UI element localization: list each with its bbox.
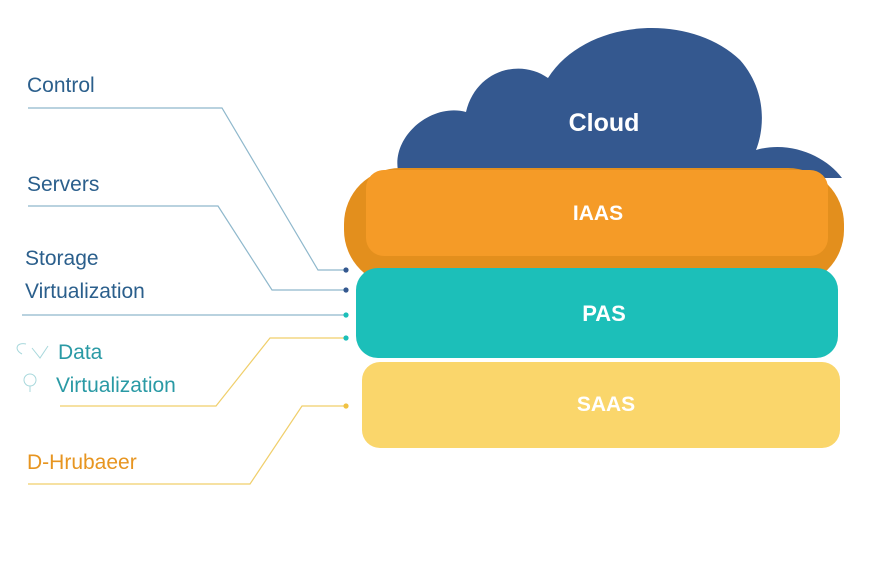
storage-endpoint (343, 312, 349, 318)
cloud-label: Cloud (569, 109, 640, 137)
iaas-layer (344, 168, 844, 286)
iaas-label: IAAS (573, 202, 623, 225)
label-data-line1: Data (58, 341, 103, 364)
label-servers: Servers (27, 173, 100, 196)
label-data-line2: Virtualization (56, 374, 176, 397)
label-bottom: D-Hrubaeer (27, 451, 137, 474)
data-endpoint (343, 335, 349, 341)
data-connector (60, 337, 344, 407)
servers-connector (28, 205, 344, 291)
connector-lines (22, 107, 344, 485)
data-decoration-icon (16, 343, 49, 392)
bottom-endpoint (343, 403, 349, 409)
label-storage-line1: Storage (25, 247, 99, 270)
pas-layer (356, 268, 838, 358)
saas-label: SAAS (577, 393, 635, 416)
control-connector (28, 107, 344, 271)
saas-layer (362, 362, 840, 448)
servers-endpoint (343, 287, 349, 293)
label-control: Control (27, 74, 95, 97)
bottom-connector (28, 405, 344, 485)
connector-endpoints (343, 267, 349, 409)
control-endpoint (343, 267, 349, 273)
cloud-shape (397, 28, 842, 178)
label-storage-line2: Virtualization (25, 280, 145, 303)
pas-label: PAS (582, 301, 626, 326)
